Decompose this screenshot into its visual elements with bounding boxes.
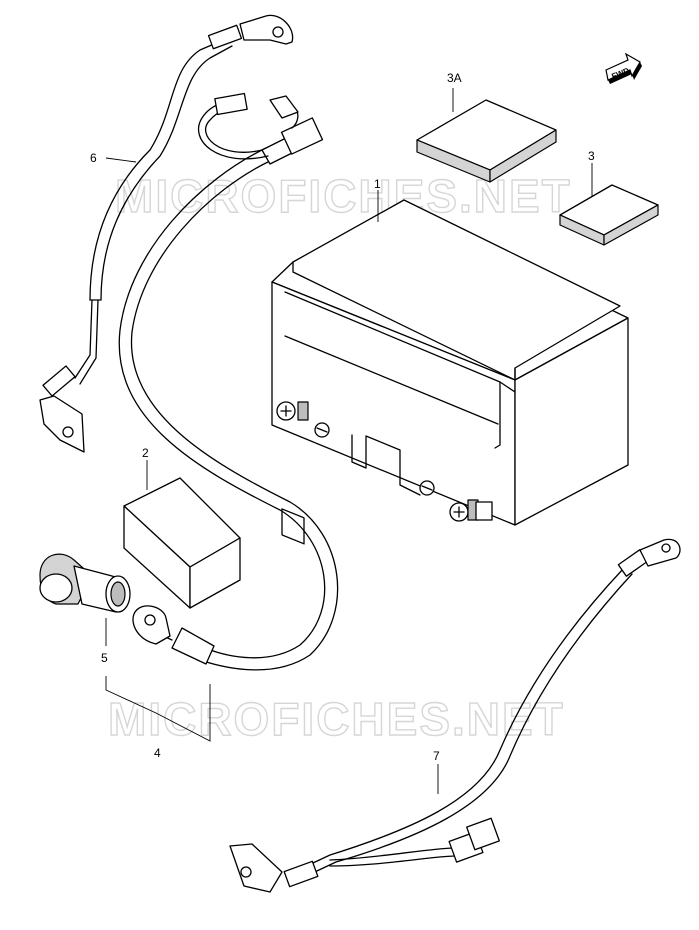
callout-7: 7 (433, 749, 440, 763)
fwd-arrow-icon: FWD (605, 52, 642, 84)
spacer-3 (559, 184, 659, 246)
battery-cover-pad (123, 477, 241, 609)
terminal-cap (39, 553, 131, 613)
callout-6: 6 (90, 151, 97, 165)
spacer-3a (416, 99, 557, 183)
callout-3a: 3A (447, 71, 462, 85)
callout-3: 3 (588, 149, 595, 163)
callout-2: 2 (142, 446, 149, 460)
watermark-top: MICROFICHES.NET (115, 170, 572, 222)
watermark-bottom: MICROFICHES.NET (108, 693, 565, 745)
battery (271, 199, 629, 545)
callout-1: 1 (374, 177, 381, 191)
callout-4: 4 (154, 746, 161, 760)
ground-wire-7 (229, 538, 681, 893)
callout-5: 5 (101, 651, 108, 665)
harness-4 (118, 92, 339, 671)
lead-wire-6 (39, 14, 294, 453)
